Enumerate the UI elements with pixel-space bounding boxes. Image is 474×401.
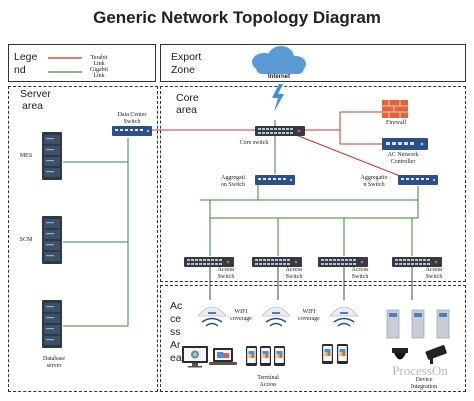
terabit-links [152,111,401,177]
access-area-label-5: ea [170,352,182,364]
legend-box [8,44,156,82]
data-center-switch-icon [112,126,152,136]
access-switch-2-label-1: Access [285,267,303,273]
legend-gigabit-label-2: Link [93,73,105,79]
legend-gigabit-label-1: Gigabit [90,67,108,73]
core-area-box [160,86,466,282]
wifi-coverage-2-label-1: WIFI [302,309,316,315]
aggregation-switch-right-label-2: n Switch [363,182,385,188]
lightning-icon [272,84,284,112]
export-zone-label-1: Export [171,51,202,63]
access-area-box [160,285,466,392]
access-switch-4-label-2: Switch [425,274,443,280]
server-links [63,138,129,327]
phone-3-icon [274,346,285,366]
terminal-access-label-2: Access [259,382,277,388]
device-integration-label-2: Integration [410,384,438,390]
wifi-ap-3-icon [329,306,359,327]
access-switch-3-label-1: Access [351,267,369,273]
aggregation-switch-right-label-1: Aggregatio [360,175,388,181]
database-server-label-1: Database [43,356,65,362]
legend-terabit-label-2: Link [93,61,105,67]
legend-label-1: Lege [14,51,38,63]
data-center-switch-label-1: Data Center [117,112,147,118]
export-zone-box [160,44,466,82]
tablet-1-icon [322,344,333,364]
bullet-camera-icon [425,345,447,364]
tablet-2-icon [337,344,348,364]
phone-1-icon [246,346,257,366]
wifi-coverage-2-label-2: coverage [298,316,320,322]
mes-server-icon [42,132,62,180]
firewall-label: Firewall [386,120,406,126]
mes-label: MES [19,153,33,159]
data-center-switch-label-2: Switch [123,119,141,125]
scm-label: SCM [19,237,33,243]
aggregation-switch-left-label-1: Aggregati [221,175,245,181]
monitor-icon [182,346,208,368]
wifi-coverage-1-label-1: WIFI [234,309,248,315]
aggregation-switch-left-label-2: on Switch [220,182,246,188]
internet-cloud-icon [252,46,306,74]
access-switch-1-label-2: Switch [217,274,235,280]
terminal-access-label-1: Terminal [257,375,279,381]
access-area-label-2: ce [170,313,182,325]
ac-controller-label-2: Controller [390,159,416,165]
server-area-box [8,86,158,392]
phone-2-icon [260,346,271,366]
legend-label-2: nd [14,64,26,76]
processon-watermark: ProcessOn [392,363,448,378]
access-switch-1-label-1: Access [217,267,235,273]
dome-camera-icon [392,348,408,360]
device-integration-label-1: Device [415,377,433,383]
turnstile-2-icon [411,309,425,339]
internet-label: Internet [267,74,290,80]
access-switch-3-icon [318,257,368,267]
core-area-label-2: area [176,104,198,116]
access-switch-4-label-1: Access [425,267,443,273]
ac-controller-icon [382,138,428,150]
wifi-coverage-1-label-2: coverage [230,316,252,322]
core-switch-icon [255,126,305,136]
access-area-label-3: ss [170,326,181,338]
database-server-label-2: server [46,363,62,369]
export-zone-label-2: Zone [171,64,195,76]
turnstile-1-icon [386,309,400,339]
laptop-icon [209,348,237,365]
access-switch-3-label-2: Switch [351,274,369,280]
scm-server-icon [42,216,62,264]
wifi-ap-2-icon [261,306,291,327]
core-gigabit-links [200,136,419,256]
access-switch-2-label-2: Switch [285,274,303,280]
wifi-ap-1-icon [197,306,227,327]
access-switch-4-icon [392,257,442,267]
server-area-label-1: Server [20,88,51,100]
core-area-label-1: Core [176,92,199,104]
core-switch-label: Core switch [239,140,269,146]
server-area-label-2: area [22,100,44,112]
access-links [209,267,413,300]
firewall-icon [382,100,408,118]
access-switch-1-icon [184,257,234,267]
aggregation-switch-left-icon [255,175,295,185]
turnstile-3-icon [436,309,450,339]
aggregation-switch-right-icon [398,175,438,185]
access-area-label-1: Ac [170,300,183,312]
ac-controller-label-1: AC Network [387,152,419,158]
legend-terabit-label-1: Terabit [90,55,108,61]
access-switch-2-icon [252,257,302,267]
access-area-label-4: Ar [170,339,181,351]
page-title: Generic Network Topology Diagram [93,8,381,27]
database-server-icon [42,300,62,348]
